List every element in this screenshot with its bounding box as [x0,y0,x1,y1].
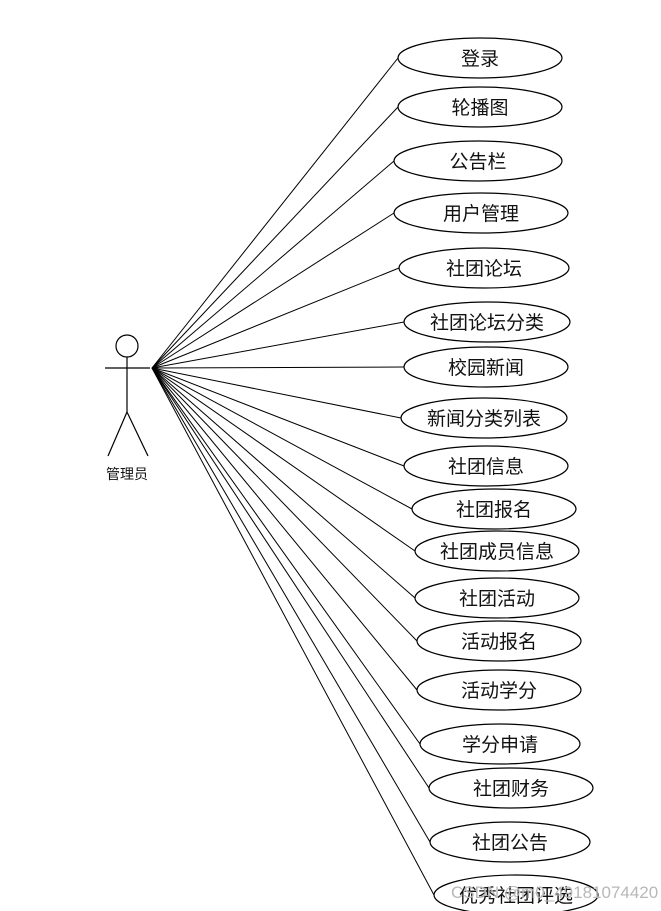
use-case-label: 社团论坛分类 [430,312,544,334]
use-case-label: 社团公告 [472,832,548,854]
use-case-label: 社团活动 [459,588,535,610]
use-case-label: 社团财务 [473,778,549,800]
use-case-label: 活动报名 [461,631,537,653]
use-case-ellipse [416,620,582,662]
use-case-label: 登录 [461,48,499,70]
use-case: 活动学分 [416,669,582,711]
use-case-ellipse [414,577,580,619]
use-case-ellipse [419,723,581,765]
actor-right-leg [126,411,149,457]
association-line [151,367,421,745]
use-case-label: 校园新闻 [448,357,524,379]
watermark: CSDN @m0_49181074420 [451,883,658,902]
use-case-group: 登录轮播图公告栏用户管理社团论坛社团论坛分类校园新闻新闻分类列表社团信息社团报名… [393,37,599,911]
use-case: 社团论坛分类 [403,301,571,343]
use-case-label: 社团论坛 [446,258,522,280]
use-case: 社团成员信息 [414,530,580,572]
use-case-ellipse [400,397,568,439]
use-case: 社团活动 [414,577,580,619]
association-line [151,367,418,691]
use-case-ellipse [393,192,569,234]
use-case-label: 公告栏 [449,151,506,173]
use-case: 校园新闻 [403,346,569,388]
actor-left-leg [107,411,128,457]
association-line [151,57,399,369]
association-line [151,367,416,599]
use-case: 社团财务 [428,767,594,809]
use-case-ellipse [398,247,570,289]
use-case-ellipse [428,767,594,809]
association-line [151,367,413,510]
use-case-label: 社团报名 [456,499,532,521]
association-line [151,366,405,369]
use-case-ellipse [414,530,580,572]
use-case: 活动报名 [416,620,582,662]
use-case: 轮播图 [397,86,563,128]
use-case-label: 用户管理 [443,203,519,225]
association-line [151,106,399,369]
association-line [151,212,395,369]
association-lines [151,57,435,896]
association-line [151,321,405,369]
use-case-ellipse [411,488,577,530]
association-line [151,367,431,843]
use-case-label: 社团信息 [448,456,524,478]
use-case-ellipse [429,821,591,863]
use-case-ellipse [416,669,582,711]
use-case: 社团报名 [411,488,577,530]
association-line [151,160,395,369]
use-case-label: 轮播图 [451,97,508,119]
association-line [151,367,430,789]
use-case-ellipse [397,37,563,79]
use-case: 优秀社团评选 [433,874,599,911]
use-case: 登录 [397,37,563,79]
use-case-label: 优秀社团评选 [459,885,573,907]
use-case: 学分申请 [419,723,581,765]
actor-admin [105,334,150,457]
use-case-label: 学分申请 [462,734,538,756]
use-case: 公告栏 [393,140,563,182]
use-case-ellipse [403,301,571,343]
use-case: 用户管理 [393,192,569,234]
use-case-label: 活动学分 [461,680,537,702]
use-case: 社团信息 [403,445,569,487]
association-line [151,367,405,467]
association-line [151,367,402,419]
use-case-ellipse [433,874,599,911]
association-line [151,367,416,552]
use-case: 社团论坛 [398,247,570,289]
use-case-label: 社团成员信息 [440,541,554,563]
actor-head [115,334,139,358]
association-line [151,367,418,642]
use-case: 新闻分类列表 [400,397,568,439]
use-case-label: 新闻分类列表 [427,408,541,430]
use-case-ellipse [393,140,563,182]
use-case-ellipse [397,86,563,128]
actor-label: 管理员 [106,467,148,483]
association-line [151,267,400,369]
association-line [151,367,435,896]
use-case: 社团公告 [429,821,591,863]
use-case-ellipse [403,445,569,487]
use-case-ellipse [403,346,569,388]
